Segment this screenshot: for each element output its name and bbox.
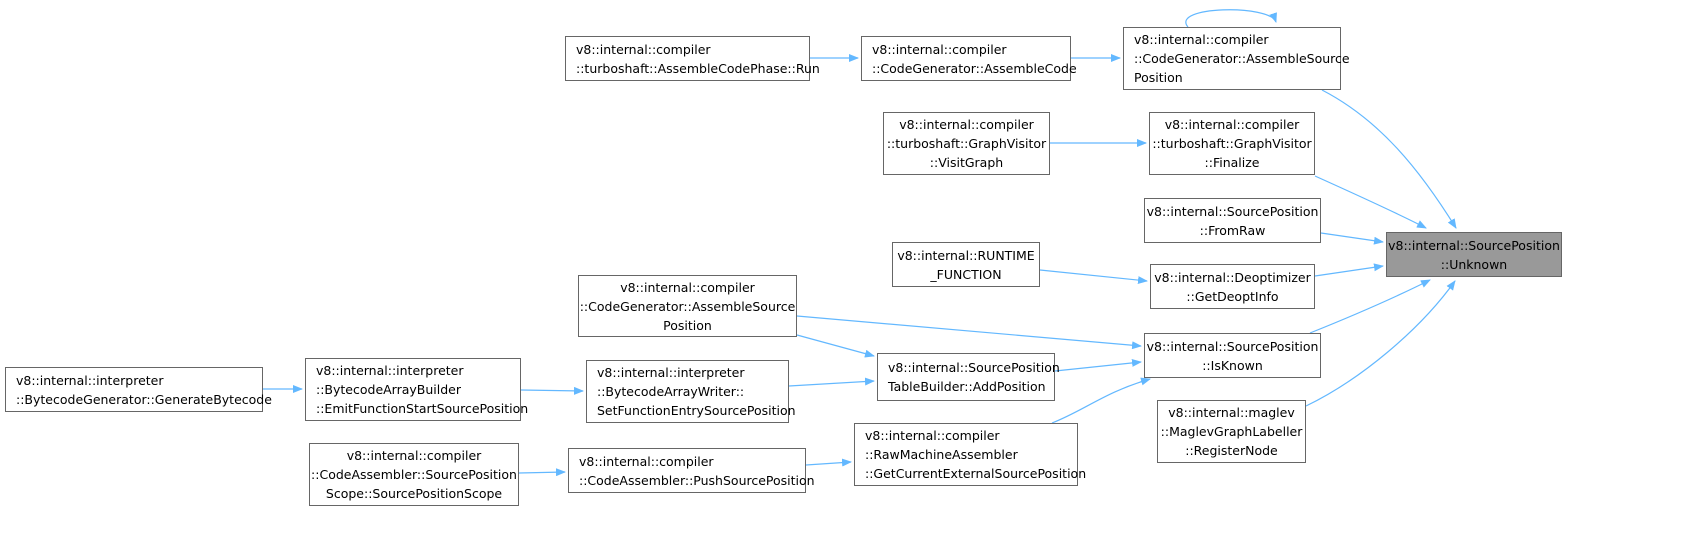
edge-assemble-src-pos-1-to-unknown: [1321, 89, 1457, 229]
node-label-line: v8::internal::compiler: [872, 41, 1007, 57]
node-scope-ctor[interactable]: v8::internal::compiler::CodeAssembler::S…: [309, 443, 519, 506]
node-label-line: v8::internal::compiler: [579, 453, 714, 469]
node-label-line: ::VisitGraph: [929, 155, 1004, 170]
node-get-current-ext[interactable]: v8::internal::compiler::RawMachineAssemb…: [854, 423, 1086, 486]
node-label-line: ::turboshaft::GraphVisitor: [886, 136, 1047, 151]
edge-register-node-to-unknown: [1305, 280, 1456, 407]
node-label-line: ::GetCurrentExternalSourcePosition: [865, 466, 1087, 481]
node-label-line: TableBuilder::AddPosition: [888, 379, 1046, 394]
node-assemble-code-run[interactable]: v8::internal::compiler::turboshaft::Asse…: [565, 36, 820, 81]
node-label-line: ::BytecodeGenerator::GenerateBytecode: [16, 391, 272, 407]
node-label-line: ::Finalize: [1204, 155, 1260, 170]
edge-runtime-function-to-get-deopt-info: [1039, 269, 1148, 285]
node-label-line: ::RawMachineAssembler: [865, 447, 1018, 462]
edge-is-known-to-unknown: [1309, 279, 1431, 334]
node-label-line: Position: [1134, 70, 1183, 85]
node-label-line: v8::internal::compiler: [1134, 32, 1269, 47]
node-label-line: v8::internal::Deoptimizer: [1154, 269, 1311, 285]
edge-assemble-src-pos-2-to-is-known: [796, 315, 1142, 350]
node-label-line: ::CodeAssembler::PushSourcePosition: [579, 472, 815, 488]
node-visit-graph[interactable]: v8::internal::compiler::turboshaft::Grap…: [883, 112, 1050, 175]
node-label-line: ::CodeGenerator::AssembleSource: [1134, 51, 1350, 66]
edge-assemble-src-pos-2-to-add-position: [796, 334, 875, 358]
node-label-line: ::GetDeoptInfo: [1186, 288, 1279, 304]
node-label-line: ::CodeGenerator::AssembleSource: [579, 298, 796, 314]
node-label-line: ::BytecodeArrayWriter::: [597, 384, 745, 399]
edge-get-current-ext-to-is-known: [1051, 377, 1151, 424]
edge-set-fn-entry-to-add-position: [788, 377, 875, 387]
node-label-line: v8::internal::compiler: [865, 428, 1000, 443]
node-label-line: v8::internal::compiler: [620, 279, 755, 295]
node-label-line: ::RegisterNode: [1185, 443, 1278, 458]
node-label-line: ::FromRaw: [1199, 222, 1266, 238]
edge-push-src-pos-to-get-current-ext: [805, 458, 852, 467]
node-label-line: _FUNCTION: [930, 266, 1002, 282]
edge-scope-ctor-to-push-src-pos: [518, 468, 566, 477]
node-runtime-function[interactable]: v8::internal::RUNTIME_FUNCTION: [892, 242, 1040, 287]
edge-add-position-to-is-known: [1054, 358, 1142, 372]
edge-emit-fn-start-to-set-fn-entry: [520, 386, 584, 395]
node-generate-bytecode[interactable]: v8::internal::interpreter::BytecodeGener…: [5, 367, 272, 412]
edge-get-deopt-info-to-unknown: [1314, 263, 1384, 277]
edge-from-raw-to-unknown: [1320, 232, 1384, 245]
node-label-line: v8::internal::SourcePosition: [888, 360, 1060, 375]
node-label-line: v8::internal::interpreter: [316, 363, 464, 378]
node-label-line: ::EmitFunctionStartSourcePosition: [316, 401, 529, 416]
node-emit-fn-start[interactable]: v8::internal::interpreter::BytecodeArray…: [305, 358, 528, 421]
node-label-line: v8::internal::compiler: [346, 448, 482, 463]
edge-finalize-to-unknown: [1314, 175, 1427, 229]
node-label-line: v8::internal::interpreter: [16, 372, 164, 388]
node-label-line: v8::internal::SourcePosition: [1146, 338, 1319, 354]
node-label-line: ::turboshaft::GraphVisitor: [1152, 136, 1312, 151]
node-label-line: ::turboshaft::AssembleCodePhase::Run: [576, 60, 820, 76]
node-label-line: v8::internal::interpreter: [597, 365, 745, 380]
node-is-known[interactable]: v8::internal::SourcePosition::IsKnown: [1144, 333, 1321, 378]
node-push-src-pos[interactable]: v8::internal::compiler::CodeAssembler::P…: [568, 448, 815, 493]
edge-assemble-src-pos-1-to-assemble-src-pos-1: [1185, 9, 1277, 28]
node-label-line: v8::internal::maglev: [1168, 405, 1295, 420]
node-label-line: ::BytecodeArrayBuilder: [316, 382, 462, 397]
node-label-line: ::Unknown: [1440, 256, 1508, 272]
node-label-line: ::CodeAssembler::SourcePosition: [311, 467, 517, 482]
node-label-line: Position: [663, 317, 712, 333]
node-from-raw[interactable]: v8::internal::SourcePosition::FromRaw: [1144, 198, 1321, 243]
node-get-deopt-info[interactable]: v8::internal::Deoptimizer::GetDeoptInfo: [1150, 264, 1315, 309]
node-finalize[interactable]: v8::internal::compiler::turboshaft::Grap…: [1149, 112, 1315, 175]
node-set-fn-entry[interactable]: v8::internal::interpreter::BytecodeArray…: [586, 360, 796, 423]
node-label-line: SetFunctionEntrySourcePosition: [597, 403, 796, 418]
node-unknown[interactable]: v8::internal::SourcePosition::Unknown: [1386, 232, 1562, 277]
node-label-line: v8::internal::compiler: [576, 41, 711, 57]
node-label-line: v8::internal::SourcePosition: [1146, 203, 1319, 219]
node-label-line: ::MaglevGraphLabeller: [1160, 424, 1303, 439]
node-label-line: v8::internal::SourcePosition: [1388, 237, 1560, 253]
node-assemble-src-pos-1[interactable]: v8::internal::compiler::CodeGenerator::A…: [1123, 27, 1350, 90]
node-assemble-code[interactable]: v8::internal::compiler::CodeGenerator::A…: [861, 36, 1077, 81]
node-label-line: v8::internal::compiler: [1164, 117, 1300, 132]
node-label-line: ::IsKnown: [1202, 357, 1263, 373]
node-label-line: v8::internal::RUNTIME: [897, 247, 1035, 263]
node-register-node[interactable]: v8::internal::maglev::MaglevGraphLabelle…: [1157, 400, 1306, 463]
node-assemble-src-pos-2[interactable]: v8::internal::compiler::CodeGenerator::A…: [578, 275, 797, 337]
node-label-line: Scope::SourcePositionScope: [325, 486, 503, 501]
node-label-line: ::CodeGenerator::AssembleCode: [872, 60, 1077, 76]
node-label-line: v8::internal::compiler: [899, 117, 1034, 132]
